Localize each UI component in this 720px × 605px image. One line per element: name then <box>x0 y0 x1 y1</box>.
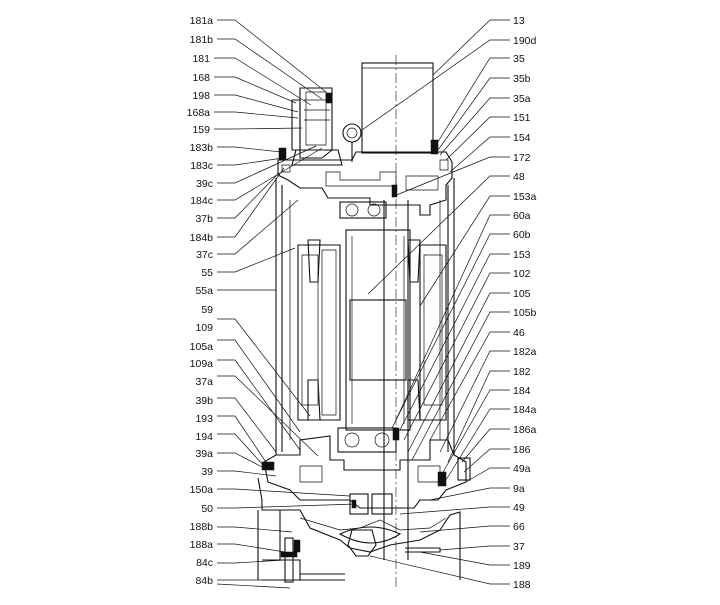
label-59: 59 <box>201 304 213 316</box>
label-109a: 109a <box>190 358 214 370</box>
label-181b: 181b <box>190 34 214 46</box>
label-13: 13 <box>513 15 525 27</box>
label-84c: 84c <box>196 557 213 569</box>
label-39a: 39a <box>195 448 213 460</box>
label-184a: 184a <box>513 404 537 416</box>
label-150a: 150a <box>190 484 214 496</box>
label-102: 102 <box>513 268 531 280</box>
label-109: 109 <box>195 322 213 334</box>
label-55a: 55a <box>195 285 213 297</box>
label-37b: 37b <box>195 213 213 225</box>
label-37: 37 <box>513 541 525 553</box>
label-48: 48 <box>513 171 525 183</box>
label-46: 46 <box>513 327 525 339</box>
label-50: 50 <box>201 503 213 515</box>
label-182: 182 <box>513 366 531 378</box>
label-181a: 181a <box>190 15 214 27</box>
label-190d: 190d <box>513 35 537 47</box>
label-9a: 9a <box>513 483 525 495</box>
label-188: 188 <box>513 579 531 591</box>
pump-body <box>257 55 471 590</box>
label-154: 154 <box>513 132 531 144</box>
label-186: 186 <box>513 444 531 456</box>
label-153a: 153a <box>513 191 537 203</box>
label-60a: 60a <box>513 210 531 222</box>
label-188b: 188b <box>190 521 214 533</box>
label-49: 49 <box>513 502 525 514</box>
left-labels: 181a 181b 181 168 198 168a 159 183b 183c… <box>187 15 214 587</box>
label-66: 66 <box>513 521 525 533</box>
label-194: 194 <box>195 431 213 443</box>
label-189: 189 <box>513 560 531 572</box>
label-198: 198 <box>192 90 210 102</box>
label-186a: 186a <box>513 424 537 436</box>
label-183b: 183b <box>190 142 214 154</box>
label-184c: 184c <box>190 195 213 207</box>
label-35b: 35b <box>513 73 531 85</box>
label-55: 55 <box>201 267 213 279</box>
label-153: 153 <box>513 249 531 261</box>
right-labels: 13 190d 35 35b 35a 151 154 172 48 153a 6… <box>513 15 537 591</box>
label-188a: 188a <box>190 539 214 551</box>
label-184: 184 <box>513 385 531 397</box>
label-49a: 49a <box>513 463 531 475</box>
label-105a: 105a <box>190 341 214 353</box>
label-39: 39 <box>201 466 213 478</box>
label-184b: 184b <box>190 232 214 244</box>
label-159: 159 <box>192 124 210 136</box>
label-182a: 182a <box>513 346 537 358</box>
label-168: 168 <box>192 72 210 84</box>
label-183c: 183c <box>190 160 213 172</box>
label-181: 181 <box>192 53 210 65</box>
label-151: 151 <box>513 112 531 124</box>
label-37c: 37c <box>196 249 213 261</box>
label-105: 105 <box>513 288 531 300</box>
label-172: 172 <box>513 152 531 164</box>
label-39c: 39c <box>196 178 213 190</box>
leader-lines <box>214 19 510 589</box>
label-35: 35 <box>513 53 525 65</box>
label-84b: 84b <box>195 575 213 587</box>
label-37a: 37a <box>195 376 213 388</box>
label-39b: 39b <box>195 395 213 407</box>
label-35a: 35a <box>513 93 531 105</box>
label-60b: 60b <box>513 229 531 241</box>
label-168a: 168a <box>187 107 211 119</box>
label-105b: 105b <box>513 307 537 319</box>
label-193: 193 <box>195 413 213 425</box>
